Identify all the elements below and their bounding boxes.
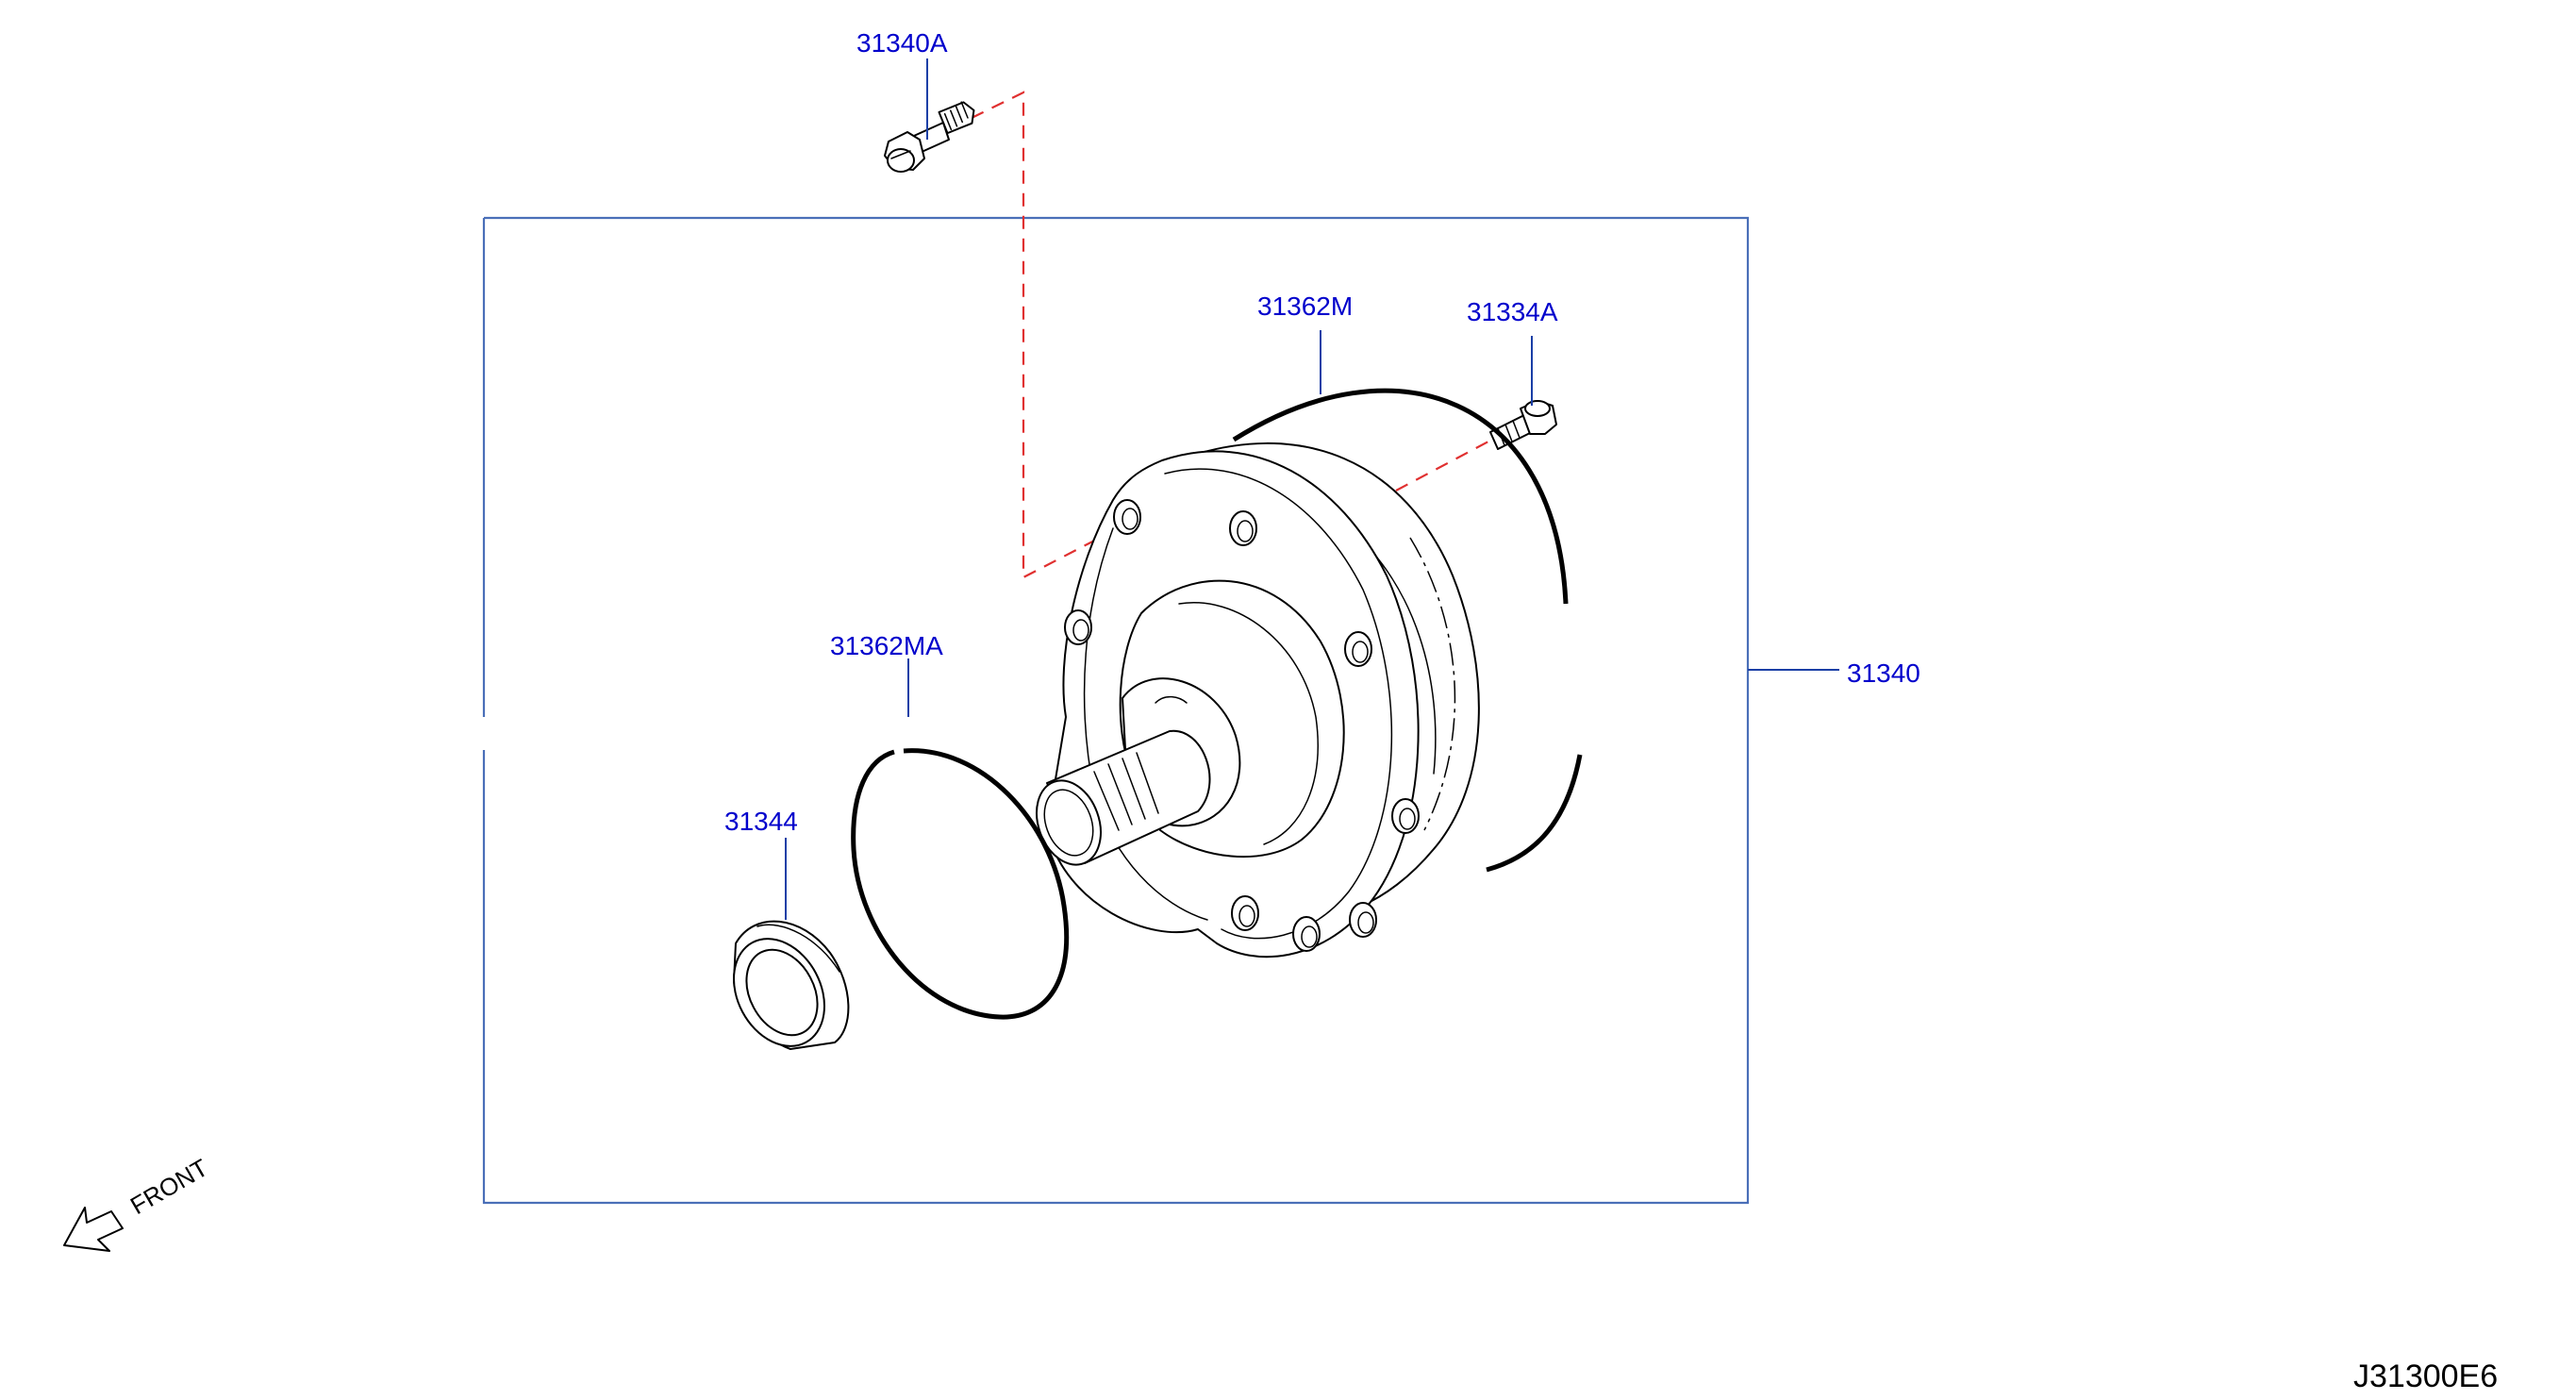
o-ring-31362ma[interactable] (851, 748, 1070, 1020)
o-ring-31362m[interactable] (1232, 388, 1583, 873)
callout-31334a: 31334A (1467, 297, 1558, 326)
callout-31362ma: 31362MA (830, 631, 943, 660)
front-direction-indicator: FRONT (63, 1153, 213, 1252)
callout-31344: 31344 (724, 807, 798, 836)
front-label: FRONT (125, 1153, 213, 1220)
callout-31340: 31340 (1847, 658, 1920, 688)
leader-lines (785, 58, 1839, 920)
front-arrow-icon (63, 1207, 124, 1252)
bolt-31334a[interactable] (1489, 400, 1557, 450)
diagram-code: J31300E6 (2353, 1358, 2498, 1394)
oil-seal-31344[interactable] (716, 920, 850, 1062)
assembly-frame (482, 216, 1750, 1205)
callout-31340a: 31340A (856, 28, 948, 58)
bolt-31340a[interactable] (884, 100, 978, 173)
callout-31362m: 31362M (1257, 292, 1353, 321)
oil-pump-assembly-31340[interactable] (1025, 442, 1480, 958)
flange-bolt-holes (1064, 499, 1420, 952)
bolt-install-guide (971, 91, 1489, 579)
